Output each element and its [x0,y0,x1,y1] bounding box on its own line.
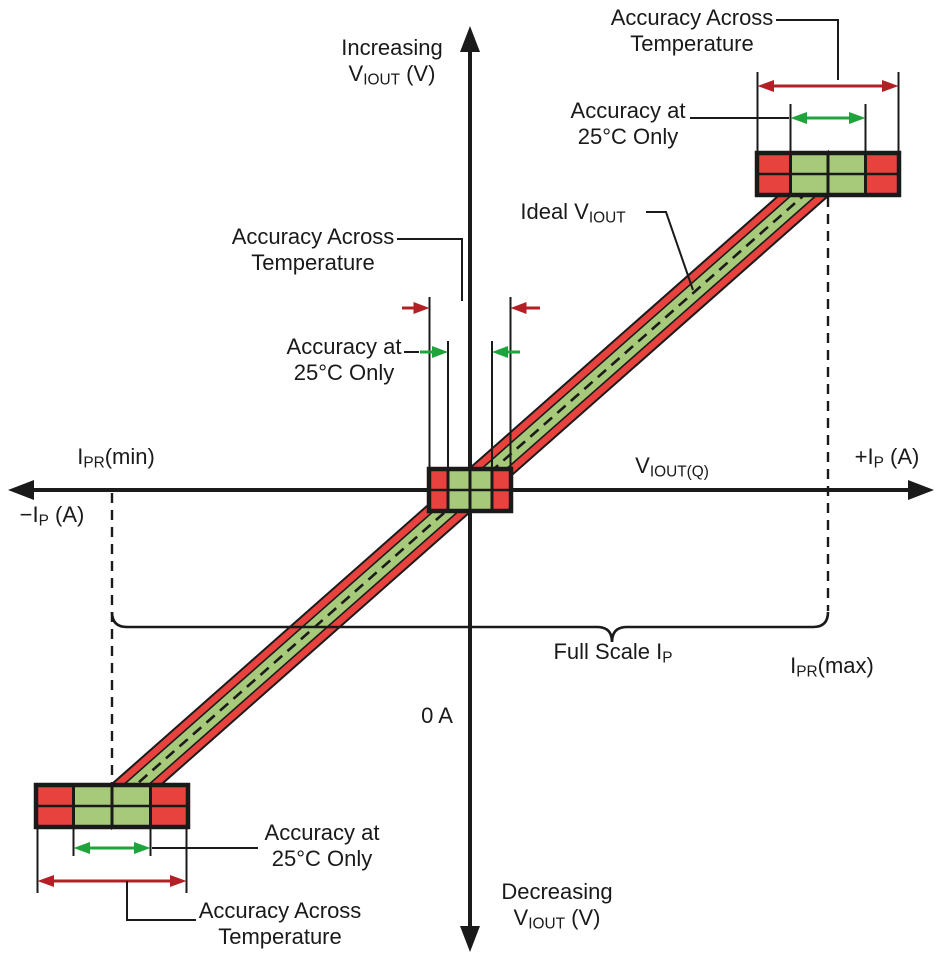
error-box-center [426,466,514,514]
y-axis-top-arrowhead [460,26,480,52]
ipr-max-label: IPR(max) [790,653,874,681]
accuracy-25c-label-top-right: Accuracy at 25°C Only [570,98,686,149]
ipr-min-label: IPR(min) [77,444,155,472]
accuracy-25c-arrow-center [420,346,520,358]
y-axis-bottom-arrowhead [460,926,480,952]
ideal-viout-label: Ideal VIOUT [520,199,626,227]
x-axis-right-arrowhead [908,480,934,500]
leader-accuracy-temperature-bottom-left [126,881,196,921]
leader-accuracy-temperature-center [397,238,463,301]
x-axis-positive-label: +IP (A) [854,444,920,472]
error-box-top-right [754,150,902,198]
accuracy-temperature-arrow-top-right [757,80,899,92]
accuracy-temperature-label-top-right: Accuracy Across Temperature [610,5,774,56]
accuracy-25c-label-center: Accuracy at 25°C Only [286,334,402,385]
extension-lines-top-right [756,72,900,152]
leader-ideal-viout [646,211,694,291]
zero-current-label: 0 A [421,703,453,729]
accuracy-temperature-arrow-bottom-left [37,875,187,887]
leader-accuracy-temperature-top-right [776,19,839,80]
accuracy-25c-arrow-top-right [790,112,866,124]
x-axis-left-arrowhead [8,480,34,500]
extension-lines-center [428,297,512,467]
extension-lines-bottom-left [36,829,188,893]
x-axis-negative-label: −IP (A) [19,502,85,530]
accuracy-temperature-label-bottom-left: Accuracy Across Temperature [198,898,362,949]
error-box-bottom-left [33,782,191,830]
full-scale-label: Full Scale IP [553,639,673,667]
viout-q-label: VIOUT(Q) [635,453,709,481]
full-scale-brace [110,611,830,643]
accuracy-temperature-label-center: Accuracy Across Temperature [231,224,395,275]
accuracy-25c-label-bottom-left: Accuracy at 25°C Only [264,820,380,871]
accuracy-temperature-arrow-center [402,302,540,314]
accuracy-25c-arrow-bottom-left [73,842,151,854]
y-axis-bottom-label: Decreasing VIOUT (V) [501,879,613,933]
y-axis-top-label: Increasing VIOUT (V) [341,35,443,89]
